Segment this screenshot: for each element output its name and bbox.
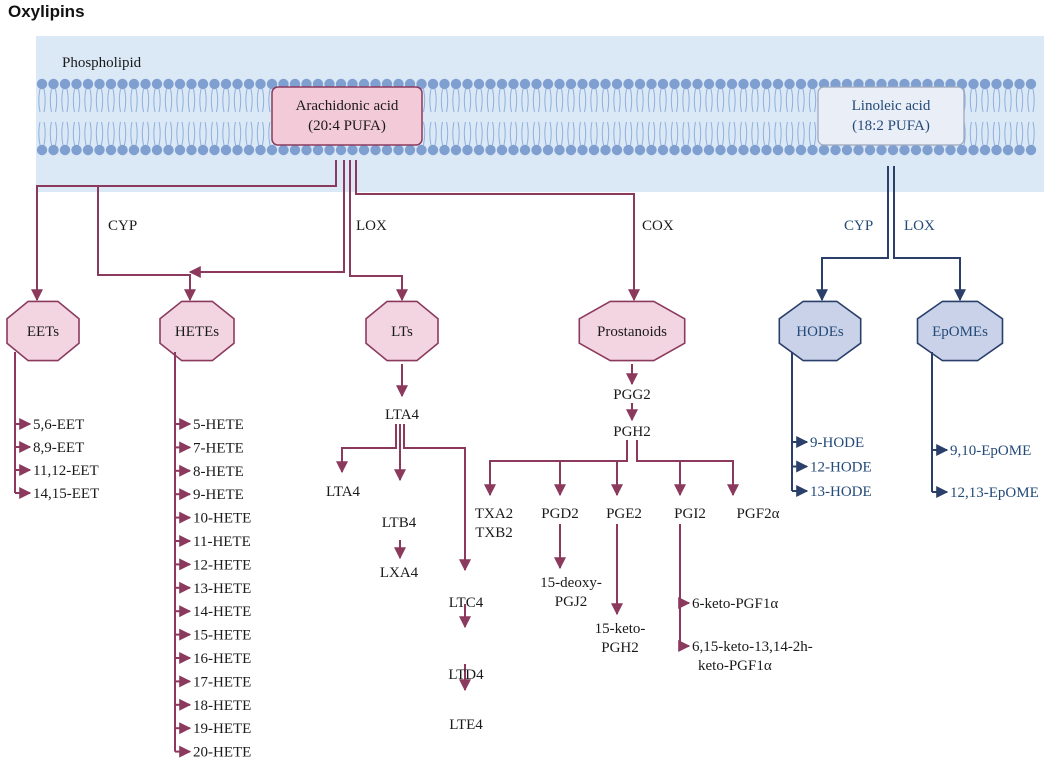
txb2-label: TXB2 xyxy=(475,525,513,541)
lta4-label: LTA4 xyxy=(385,407,420,423)
pgj2-label-line2: PGJ2 xyxy=(555,594,588,610)
aa-connectors xyxy=(31,160,640,302)
epome-item: 9,10-EpOME xyxy=(950,443,1031,459)
eet-item: 11,12-EET xyxy=(33,463,99,479)
keto-2h-pgf1a-label-line1: 6,15-keto-13,14-2h- xyxy=(692,639,813,655)
hode-item: 9-HODE xyxy=(810,435,864,451)
prostanoids-label: Prostanoids xyxy=(597,324,667,340)
pgd2-label: PGD2 xyxy=(541,506,579,522)
ltd4-label: LTD4 xyxy=(448,667,484,683)
lt-pathway-connectors xyxy=(336,364,471,692)
hete-item: 5-HETE xyxy=(193,417,244,433)
la-lox-label: LOX xyxy=(904,218,935,234)
linoleic-acid-name: Linoleic acid xyxy=(852,98,931,114)
pgg2-label: PGG2 xyxy=(613,387,651,403)
lts-label: LTs xyxy=(391,324,413,340)
epome-item: 12,13-EpOME xyxy=(950,485,1039,501)
lte4-label: LTE4 xyxy=(449,717,483,733)
arachidonic-acid-box: Arachidonic acid (20:4 PUFA) xyxy=(271,86,423,146)
la-cyp-label: CYP xyxy=(844,218,873,234)
eet-item: 14,15-EET xyxy=(33,486,99,502)
aa-cox-label: COX xyxy=(642,218,674,234)
hetes-label: HETEs xyxy=(175,324,219,340)
linoleic-acid-formula: (18:2 PUFA) xyxy=(852,118,930,134)
prostanoids-node: Prostanoids xyxy=(578,300,686,362)
hode-list: 9-HODE 12-HODE 13-HODE xyxy=(791,352,872,500)
prostanoid-pathway-connectors xyxy=(484,364,739,652)
hete-item: 7-HETE xyxy=(193,440,244,456)
eets-node: EETs xyxy=(6,300,80,362)
epomes-node: EpOMEs xyxy=(916,300,1004,362)
hode-item: 12-HODE xyxy=(810,460,872,476)
aa-cyp-label: CYP xyxy=(108,218,137,234)
pge2-label: PGE2 xyxy=(606,506,642,522)
lta4-branch-label: LTA4 xyxy=(326,484,361,500)
arachidonic-acid-name: Arachidonic acid xyxy=(296,98,399,114)
epomes-label: EpOMEs xyxy=(932,324,988,340)
ltc4-label: LTC4 xyxy=(449,595,484,611)
figure-title: Oxylipins xyxy=(8,2,85,21)
pgj2-label-line1: 15-deoxy- xyxy=(540,575,602,591)
ltb4-label: LTB4 xyxy=(382,515,417,531)
aa-lox-label: LOX xyxy=(356,218,387,234)
keto-pgf1a-label: 6-keto-PGF1α xyxy=(692,596,778,612)
hete-item: 17-HETE xyxy=(193,674,251,690)
hete-item: 19-HETE xyxy=(193,721,251,737)
eet-item: 5,6-EET xyxy=(33,417,84,433)
lxa4-label: LXA4 xyxy=(380,565,419,581)
hetes-node: HETEs xyxy=(159,300,235,362)
hete-item: 15-HETE xyxy=(193,628,251,644)
hodes-node: HODEs xyxy=(778,300,862,362)
linoleic-acid-box: Linoleic acid (18:2 PUFA) xyxy=(817,86,965,146)
hete-item: 18-HETE xyxy=(193,698,251,714)
hode-item: 13-HODE xyxy=(810,484,872,500)
pgi2-label: PGI2 xyxy=(674,506,706,522)
hete-item: 10-HETE xyxy=(193,511,251,527)
hete-item: 9-HETE xyxy=(193,487,244,503)
epome-list: 9,10-EpOME 12,13-EpOME xyxy=(931,352,1039,501)
txa2-label: TXA2 xyxy=(475,506,513,522)
eets-label: EETs xyxy=(27,324,59,340)
hete-item: 12-HETE xyxy=(193,557,251,573)
eet-item: 8,9-EET xyxy=(33,440,84,456)
hete-item: 14-HETE xyxy=(193,604,251,620)
pgh2-label: PGH2 xyxy=(613,424,651,440)
hete-item: 13-HETE xyxy=(193,581,251,597)
arachidonic-acid-formula: (20:4 PUFA) xyxy=(308,118,386,134)
hete-item: 16-HETE xyxy=(193,651,251,667)
keto-pgh2-label-line2: PGH2 xyxy=(601,640,639,656)
hete-item: 20-HETE xyxy=(193,745,251,759)
keto-2h-pgf1a-label-line2: keto-PGF1α xyxy=(698,658,772,674)
hete-list: 5-HETE 7-HETE 8-HETE 9-HETE 10-HETE 11-HETE 12… xyxy=(174,352,251,759)
pgf2a-label: PGF2α xyxy=(737,506,780,522)
eet-list: 5,6-EET 8,9-EET 11,12-EET 14,15-EET xyxy=(14,352,99,502)
keto-pgh2-label-line1: 15-keto- xyxy=(595,621,646,637)
la-connectors xyxy=(816,166,966,302)
lts-node: LTs xyxy=(365,300,439,362)
membrane-label: Phospholipid xyxy=(62,55,142,71)
hete-item: 11-HETE xyxy=(193,534,251,550)
hodes-label: HODEs xyxy=(796,324,844,340)
hete-item: 8-HETE xyxy=(193,464,244,480)
